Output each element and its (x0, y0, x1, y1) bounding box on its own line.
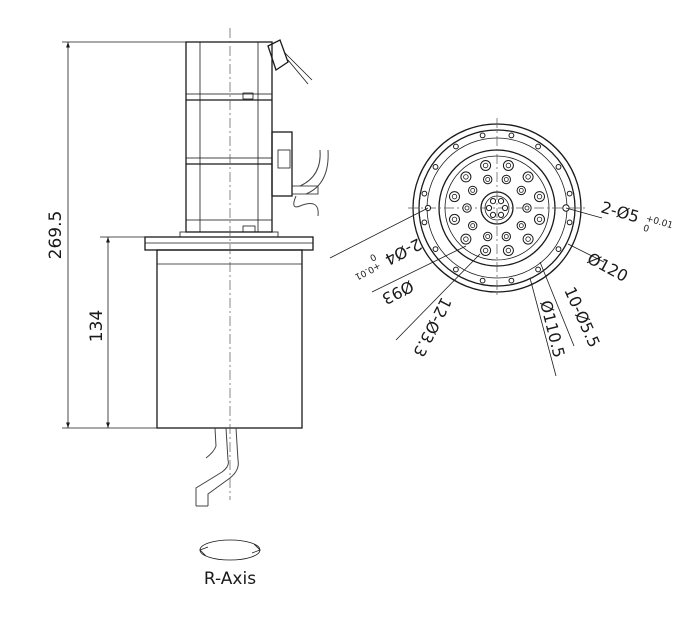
inner-hole-inner (470, 187, 476, 193)
pcd-hole-inner (525, 174, 531, 180)
inner-hole-inner (503, 234, 509, 239)
center-hole (497, 211, 505, 218)
center-hole (489, 211, 497, 218)
outer-hole (479, 132, 486, 139)
overall-height-label: 269.5 (46, 211, 66, 260)
pcd-bolt-holes (449, 160, 545, 256)
pcd-hole-inner (463, 236, 469, 242)
motor-body (185, 39, 329, 233)
outer-hole (453, 266, 459, 273)
inner-hole-inner (464, 205, 470, 211)
rotation-symbol: R-Axis (199, 539, 261, 589)
center-holes (485, 198, 509, 218)
pcd-hole-inner (505, 247, 512, 254)
rotation-label: R-Axis (204, 569, 256, 589)
bolt-holes-12-label: 12-Ø3.3 (409, 294, 455, 360)
inner-hole-inner (485, 177, 491, 182)
outer-hole (508, 132, 515, 139)
outer-hole (566, 190, 573, 197)
gearbox-housing (156, 249, 303, 429)
pcd-hole-inner (505, 162, 512, 169)
outer-hole (479, 277, 486, 284)
inner-bolt-holes (462, 174, 532, 242)
pin-hole-right-label: 2-Ø5 (599, 198, 641, 227)
outer-hole (566, 219, 573, 226)
pin-hole-left-tol-upper: +0.01 (353, 260, 382, 281)
leader-lines (329, 207, 605, 377)
outer-hole (421, 190, 428, 197)
inner-hole-inner (524, 205, 530, 211)
pin-hole-left-tol-lower: 0 (368, 251, 378, 263)
pcd-hole-inner (482, 162, 489, 169)
inner-hole-inner (518, 187, 524, 193)
side-view: 269.5 134 (46, 28, 329, 507)
pcd-hole-inner (525, 236, 531, 242)
outer-hole (555, 246, 562, 253)
outer-bolt-holes (421, 132, 573, 284)
outer-hole (508, 277, 515, 284)
rotation-arrow-icon (199, 539, 261, 561)
flange-view: 2-Ø5 +0.01 0 2-Ø4 +0.01 0 Ø93 12-Ø3.3 Ø1… (329, 118, 674, 377)
dimension-overall-height: 269.5 (46, 41, 186, 429)
housing-height-label: 134 (87, 310, 107, 342)
pcd-110-label: Ø110.5 (536, 298, 569, 359)
inner-hole-inner (518, 223, 524, 229)
pcd-hole-inner (482, 247, 489, 254)
inner-hole-inner (470, 223, 476, 229)
center-hole (501, 204, 509, 212)
pin-hole-left-label: 2-Ø4 (382, 234, 425, 269)
center-hole (497, 198, 505, 205)
center-hole (485, 204, 493, 212)
outer-hole (555, 164, 562, 170)
pcd-93-label: Ø93 (379, 276, 417, 308)
inner-hole-inner (485, 234, 491, 239)
dimension-housing-height: 134 (87, 236, 145, 428)
center-hole (489, 198, 497, 205)
inner-hole-inner (503, 177, 509, 182)
outer-diameter-label: Ø120 (584, 249, 631, 286)
pcd-hole-inner (451, 216, 458, 223)
pcd-hole-inner (536, 193, 543, 200)
outer-hole (421, 219, 428, 226)
pcd-hole-inner (463, 174, 469, 180)
outer-hole (535, 266, 541, 273)
outer-hole (535, 143, 541, 150)
mounting-flange (144, 231, 314, 251)
pcd-hole-inner (536, 216, 543, 223)
pcd-hole-inner (451, 193, 458, 200)
outer-hole (432, 164, 439, 170)
outer-hole (453, 143, 459, 150)
pin-hole-right-tol-lower: 0 (642, 224, 651, 235)
output-cable (195, 427, 239, 507)
outer-hole (432, 246, 439, 253)
bolt-holes-10-label: 10-Ø5.5 (560, 284, 603, 350)
